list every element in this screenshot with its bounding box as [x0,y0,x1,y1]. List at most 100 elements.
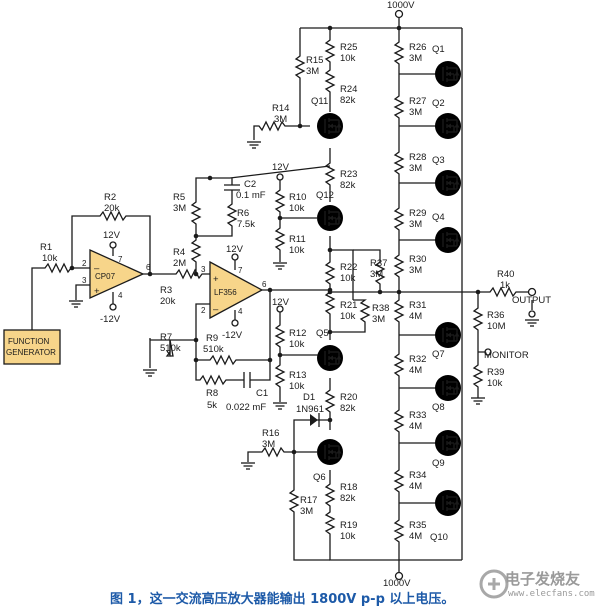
r26-value: 3M [409,53,422,64]
r27-label: R27 [409,96,426,107]
r6-label: R6 [237,208,249,219]
r35-label: R35 [409,520,426,531]
watermark-text: 电子发烧友 [505,570,581,588]
output-label: OUTPUT [512,295,551,306]
r18-label: R18 [340,482,357,493]
r8-label: R8 [206,388,218,399]
input-wiring [31,210,210,330]
ground-symbol [272,262,288,270]
r3-value: 20k [160,296,176,307]
ground-symbol [240,462,256,470]
supply-bottom-label: 1000V [383,578,411,589]
r14-network [253,120,300,140]
lf356-pin7: 7 [238,266,243,275]
r9-label: R9 [206,333,218,344]
r37-value: 3M [370,269,383,280]
q10-label: Q10 [430,532,448,543]
d1-part: 1N961 [296,404,324,415]
output-network [462,286,528,398]
q3-label: Q3 [432,155,445,166]
svg-text:–: – [94,263,100,274]
r32-label: R32 [409,354,426,365]
svg-text:+: + [94,286,100,297]
r38-label: R38 [372,303,389,314]
r24-label: R24 [340,84,357,95]
r18-value: 82k [340,493,356,504]
r34-value: 4M [409,481,422,492]
r38-value: 3M [372,314,385,325]
r20-label: R20 [340,392,357,403]
monitor-terminal[interactable] [484,348,492,356]
r26-label: R26 [409,42,426,53]
right-bus [399,27,463,561]
driver-column [294,27,399,561]
q4-transistor [434,226,462,254]
r30-value: 3M [409,265,422,276]
svg-text:–: – [213,304,219,315]
cp07-vneg: -12V [100,314,121,325]
output-terminal[interactable] [527,287,537,297]
opamp-lf356: LF356 + – 3 2 6 7 4 12V -12V [201,244,267,341]
q7-label: Q7 [432,349,445,360]
r12-value: 10k [289,339,305,350]
q7-transistor [434,321,462,349]
rail-bottom-1000v: 1000V [383,571,411,589]
rail-top-1000v: 1000V [387,0,415,19]
r15-value: 3M [306,66,319,77]
r13-label: R13 [289,370,306,381]
q5-supply-label: 12V [272,297,290,308]
q11-label: Q11 [311,96,328,107]
r15-label: R15 [306,55,323,66]
r6-value: 7.5k [237,219,255,230]
r22-label: R22 [340,262,357,273]
r17-value: 3M [300,506,313,517]
q4-label: Q4 [432,212,445,223]
r31-label: R31 [409,300,426,311]
r28-value: 3M [409,163,422,174]
r7-label: R7 [160,332,172,343]
r25-label: R25 [340,42,357,53]
watermark-logo [479,569,509,599]
r29-label: R29 [409,208,426,219]
cp07-pin6: 6 [146,263,151,272]
r9-value: 510k [203,344,224,355]
watermark-url: www.elecfans.com [508,589,595,599]
function-generator[interactable]: FUNCTION GENERATOR [3,329,61,365]
lf356-pin3: 3 [201,265,206,274]
r20-value: 82k [340,403,356,414]
ground-symbol [68,300,84,308]
r2-value: 20k [104,203,120,214]
r7-value: 510k [160,343,181,354]
r22-value: 10k [340,273,356,284]
lf356-pin6: 6 [262,280,267,289]
r21-value: 10k [340,311,356,322]
lf356-vpos: 12V [226,244,244,255]
d1-r16-r17-network [247,419,330,561]
svg-text:+: + [213,274,219,285]
r40-value: 1k [500,280,510,291]
r14-value: 3M [274,114,287,125]
r33-value: 4M [409,421,422,432]
r34-label: R34 [409,470,426,481]
cp07-pin2: 2 [82,259,87,268]
cp07-pin4: 4 [118,291,123,300]
q11-transistor [316,112,344,140]
q12-label: Q12 [316,190,334,201]
monitor-label: MONITOR [484,350,529,361]
generator-line1: FUNCTION [8,337,50,346]
r11-label: R11 [289,234,306,245]
r24-value: 82k [340,95,356,106]
figure-caption: 图 1，这一交流高压放大器能输出 1800V p-p 以上电压。 [110,592,455,607]
r30-label: R30 [409,254,426,265]
r1-label: R1 [40,242,52,253]
r33-label: R33 [409,410,426,421]
cp07-pin3: 3 [82,276,87,285]
c2-label: C2 [244,179,256,190]
r29-value: 3M [409,219,422,230]
q9-transistor [434,429,462,457]
r10-value: 10k [289,203,305,214]
cp07-pin7: 7 [118,255,123,264]
c2-value: 0.1 mF [236,190,266,201]
r23-value: 82k [340,180,356,191]
